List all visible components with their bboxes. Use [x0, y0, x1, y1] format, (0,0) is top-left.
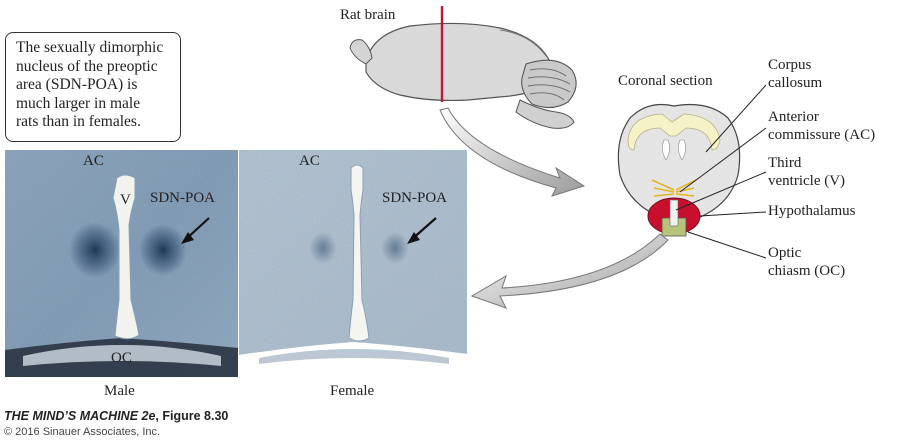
leader-hypothalamus — [699, 211, 767, 217]
arrow-to-micrographs — [470, 233, 669, 309]
label-third-ventricle: Third ventricle (V) — [768, 154, 845, 190]
annotation-line: area (SDN-POA) is — [16, 76, 138, 93]
label-line: Corpus — [768, 57, 812, 73]
label-ac: AC — [83, 153, 104, 169]
rat-brain-illustration — [349, 22, 577, 129]
coronal-section — [617, 103, 741, 237]
label-line: chiasm (OC) — [768, 263, 846, 279]
annotation-line: much larger in male — [16, 94, 141, 112]
annotation-text: The sexually dimorphic nucleus of the pr… — [16, 39, 174, 132]
arrow-to-section — [439, 107, 586, 197]
label-line: Optic — [768, 245, 802, 261]
male-micrograph: AC V SDN-POA OC — [5, 150, 238, 377]
leader-anterior-commissure — [679, 127, 767, 193]
label-line: Hypothalamus — [768, 203, 856, 219]
label-anterior-commissure: Anterior commissure (AC) — [768, 108, 875, 144]
label-coronal-section: Coronal section — [618, 73, 713, 89]
label-v: V — [120, 192, 131, 208]
label-ac: AC — [299, 153, 320, 169]
female-micrograph: AC SDN-POA — [239, 150, 467, 377]
label-line: ventricle (V) — [768, 173, 846, 189]
label-sdn-poa: SDN-POA — [382, 190, 448, 206]
caption-male: Male — [104, 383, 135, 399]
copyright: © 2016 Sinauer Associates, Inc. — [4, 426, 161, 438]
annotation-line: nucleus of the preoptic — [16, 57, 158, 75]
label-corpus-callosum: Corpus callosum — [768, 56, 822, 92]
label-line: callosum — [768, 75, 823, 91]
figure-credit: THE MIND’S MACHINE 2e, Figure 8.30 — [4, 409, 228, 423]
label-oc: OC — [111, 350, 132, 366]
annotation-line: rats than in females. — [16, 113, 141, 130]
label-line: Anterior — [768, 109, 819, 125]
arrowhead — [407, 232, 420, 244]
label-optic-chiasm: Optic chiasm (OC) — [768, 244, 845, 280]
label-rat-brain: Rat brain — [340, 7, 396, 23]
cerebellum — [521, 59, 577, 109]
leader-third-ventricle — [675, 171, 767, 211]
label-line: commissure (AC) — [768, 127, 876, 143]
book-title: THE MIND’S MACHINE 2e — [4, 409, 156, 423]
annotation-line: The sexually dimorphic — [16, 39, 164, 56]
leader-optic-chiasm — [687, 231, 767, 259]
annotation-box: The sexually dimorphic nucleus of the pr… — [5, 32, 181, 142]
label-line: Third — [768, 155, 802, 171]
label-hypothalamus: Hypothalamus — [768, 202, 856, 220]
arrowhead — [181, 232, 194, 244]
label-sdn-poa: SDN-POA — [150, 190, 216, 206]
caption-female: Female — [330, 383, 375, 399]
figure-number: , Figure 8.30 — [155, 409, 229, 423]
leader-corpus-callosum — [705, 84, 767, 153]
